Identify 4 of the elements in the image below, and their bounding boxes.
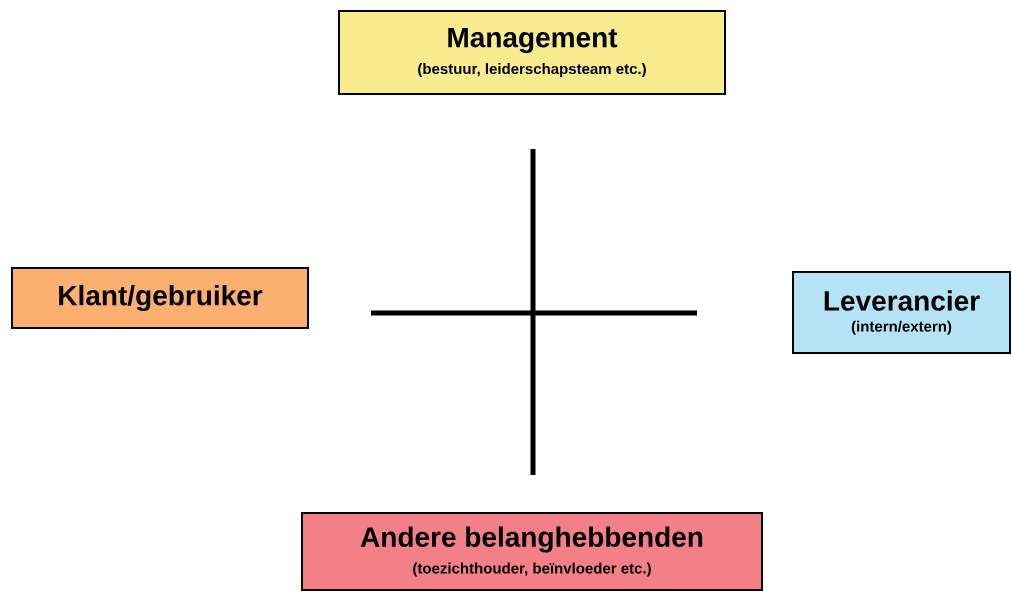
label-box: Klant/gebruiker — [11, 267, 309, 329]
label-box: Leverancier (intern/extern) — [792, 271, 1011, 354]
label-box: Andere belanghebbenden (toezichthouder, beïnvloeder etc.) — [301, 512, 763, 591]
label-box: Management (bestuur, leiderschapsteam etc.) — [338, 10, 726, 95]
